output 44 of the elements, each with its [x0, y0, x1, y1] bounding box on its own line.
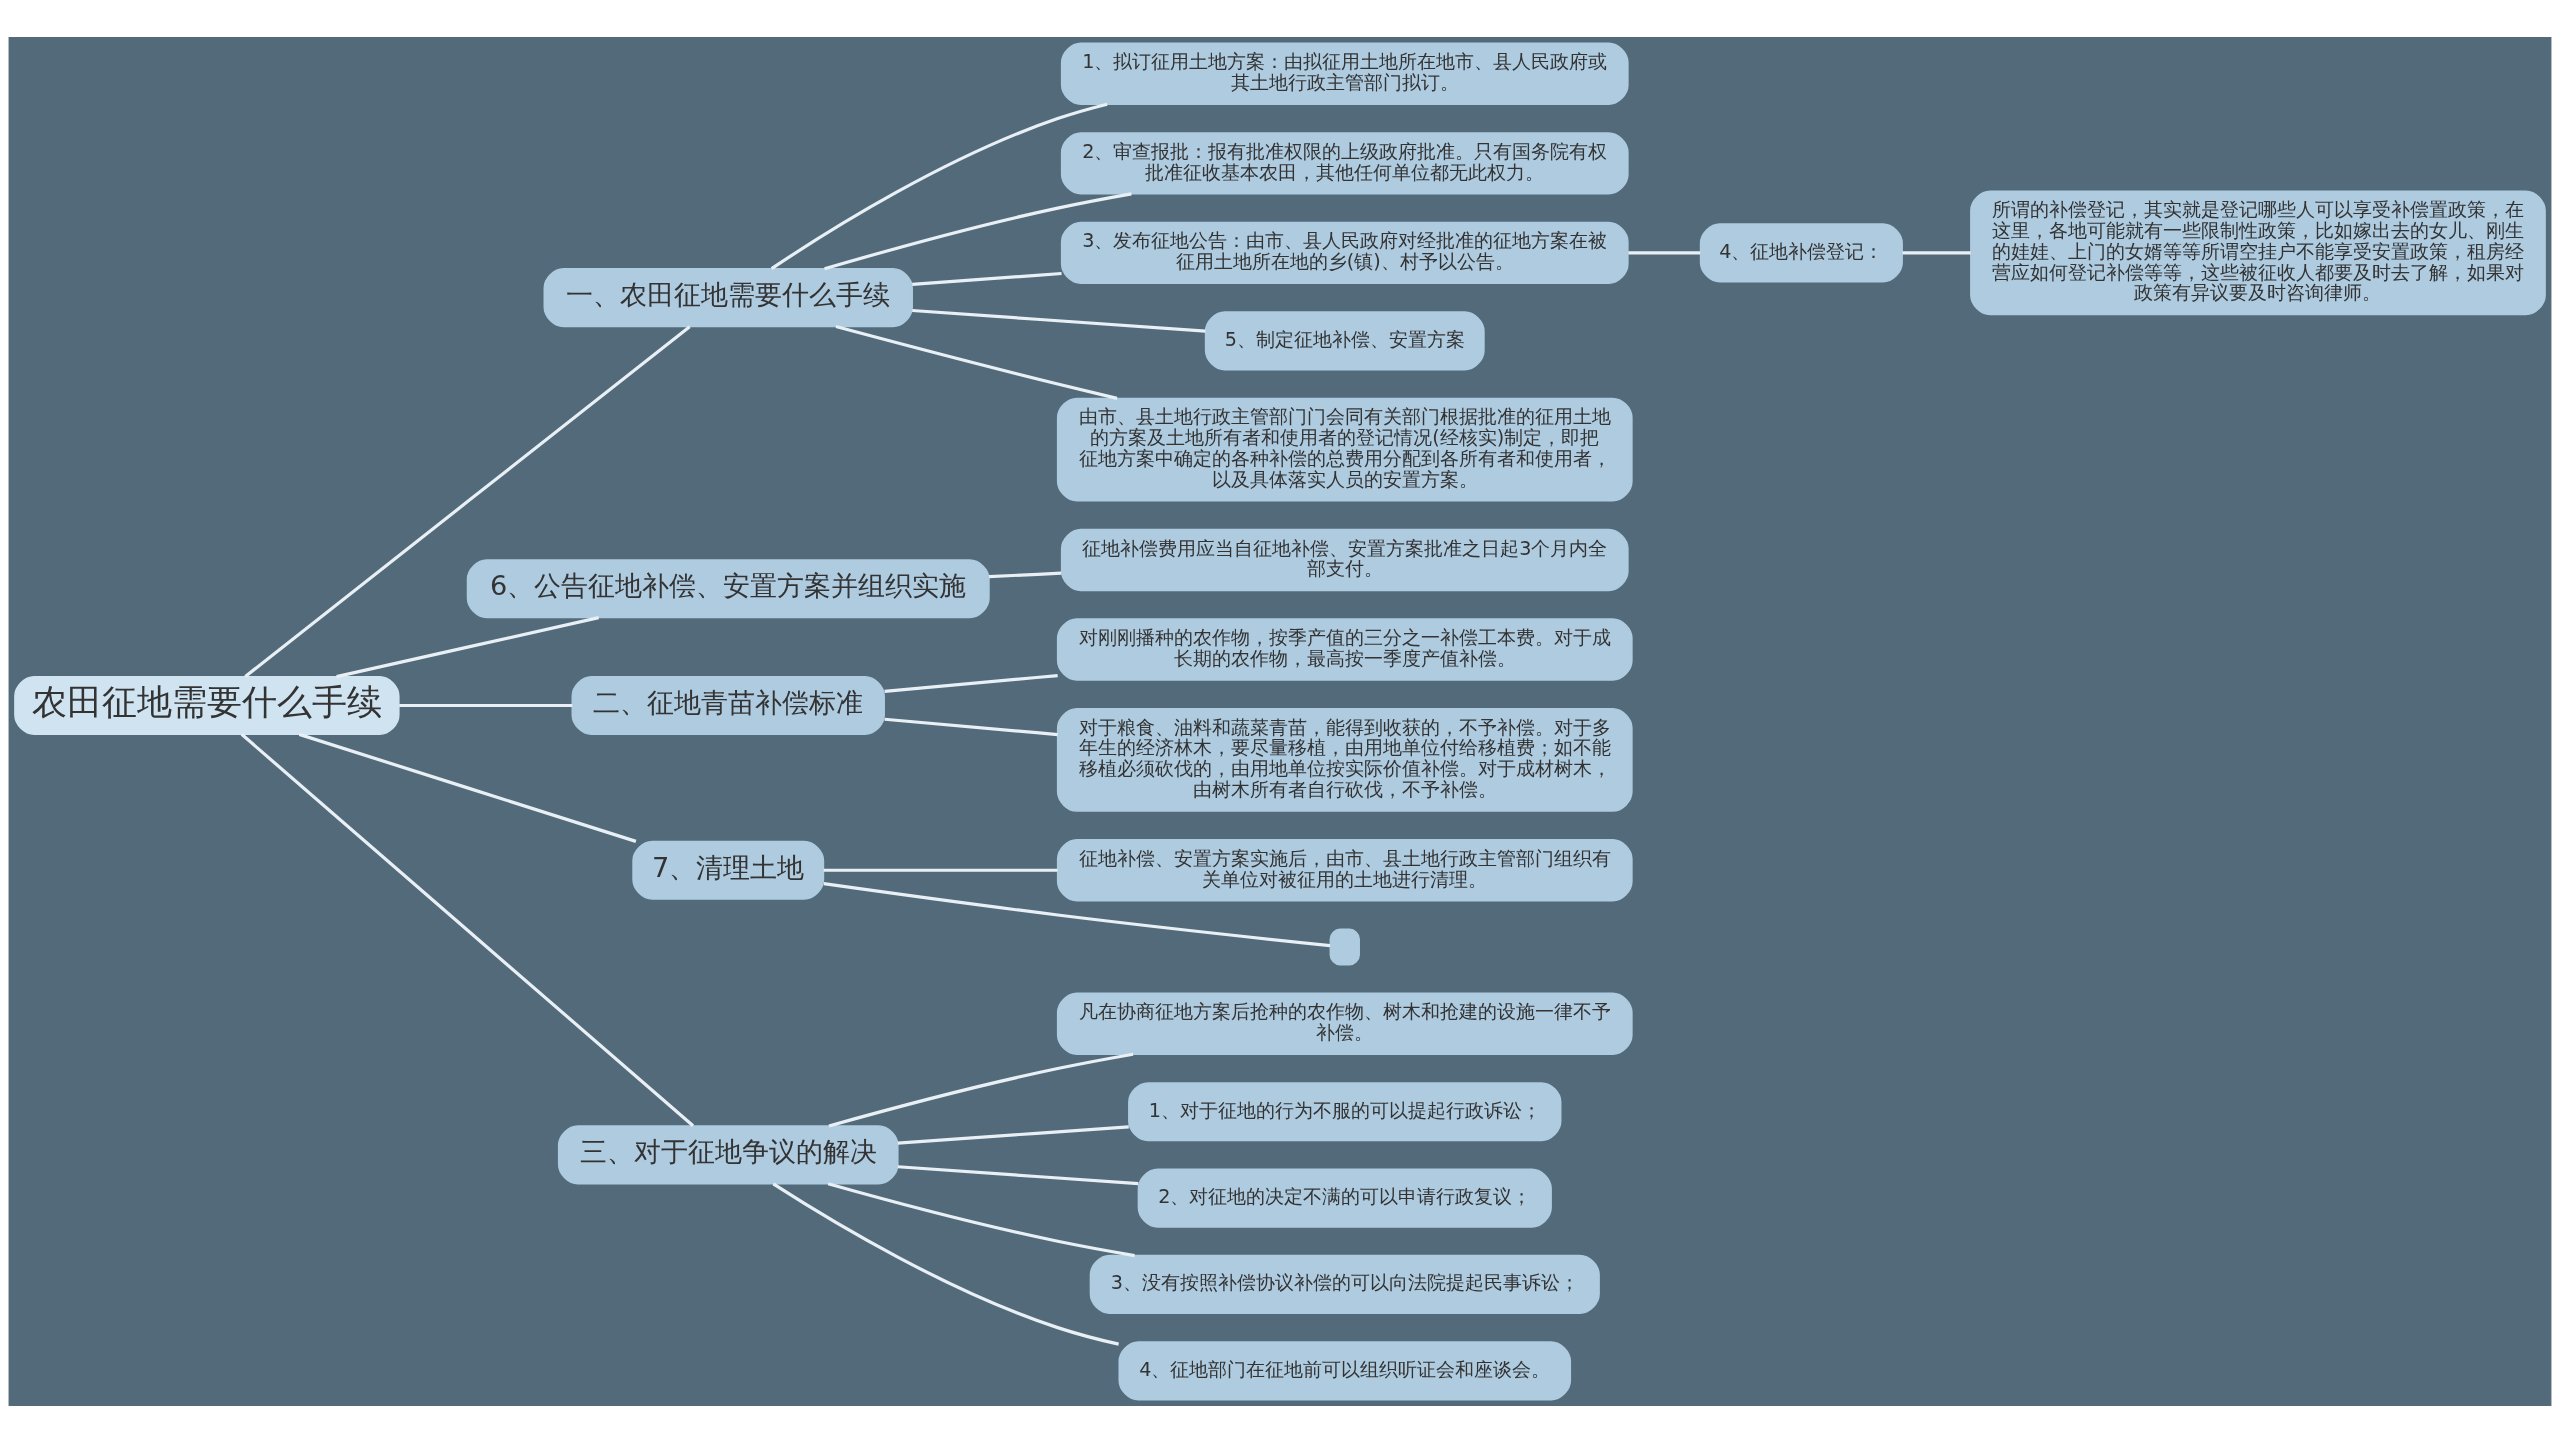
node-box: 5、制定征地补偿、安置方案 — [1204, 310, 1485, 370]
connector — [244, 325, 691, 678]
node-box: 4、征地补偿登记： — [1699, 222, 1903, 282]
node-box: 2、对征地的决定不满的可以申请行政复议； — [1137, 1168, 1552, 1228]
node-box — [1329, 928, 1360, 965]
node-box: 4、征地部门在征地前可以组织听证会和座谈会。 — [1118, 1340, 1572, 1400]
node-box: 7、清理土地 — [632, 840, 825, 900]
connector — [989, 571, 1062, 578]
node-box: 一、农田征地需要什么手续 — [543, 267, 913, 327]
node-box: 凡在协商征地方案后抢种的农作物、树木和抢建的设施一律不予补偿。 — [1056, 992, 1633, 1055]
node-box: 对于粮食、油料和蔬菜青苗，能得到收获的，不予补偿。对于多年生的经济林木，要尽量移植，由用地单位付给移植费；如不能移植必须砍伐的，由用地单位按实际价值补偿。对于成材树木，由树木所有者自行砍伐，不予补偿。 — [1056, 707, 1633, 812]
node-box: 所谓的补偿登记，其实就是登记哪些人可以享受补偿置政策，在这里，各地可能就有一些限制性政策，比如嫁出去的女儿、刚生的娃娃、上门的女婿等等所谓空挂户不能享受安置政策，租房经营应如何登记补偿等等，这些被征收人都要及时去了解，如果对政策有异议要及时咨询律师。 — [1970, 190, 2546, 315]
connector — [828, 1052, 1134, 1128]
node-box: 由市、县土地行政主管部门门会同有关部门根据批准的征用土地的方案及土地所有者和使用者的登记情况(经核实)制定，即把征地方案中确定的各种补偿的总费用分配到各所有者和使用者，以及具体落实人员的安置方案。 — [1056, 397, 1633, 502]
connector — [1902, 250, 1971, 254]
node-box: 3、没有按照补偿协议补偿的可以向法院提起民事诉讼； — [1089, 1254, 1600, 1314]
connector — [912, 271, 1062, 286]
node-box: 征地补偿、安置方案实施后，由市、县土地行政主管部门组织有关单位对被征用的土地进行清理。 — [1056, 838, 1633, 901]
node-box: 征地补偿费用应当自征地补偿、安置方案批准之日起3个月内全部支付。 — [1060, 528, 1629, 591]
connector — [823, 868, 1058, 872]
node-box: 6、公告征地补偿、安置方案并组织实施 — [466, 558, 990, 618]
connector — [772, 1182, 1119, 1346]
node-box: 3、发布征地公告：由市、县人民政府对经批准的征地方案在被征用土地所在地的乡(镇)、村予以公告。 — [1060, 221, 1629, 284]
connector — [912, 308, 1206, 333]
connector — [897, 1124, 1129, 1145]
connector — [298, 732, 637, 843]
connector — [827, 1181, 1135, 1257]
connector — [336, 615, 600, 678]
node-box: 二、征地青苗补偿标准 — [571, 675, 885, 735]
node-box: 对刚刚播种的农作物，按季产值的三分之一补偿工本费。对于成长期的农作物，最高按一季度产值补偿。 — [1056, 617, 1633, 681]
connector — [823, 881, 1331, 947]
connector — [884, 673, 1058, 693]
node-box: 1、对于征地的行为不服的可以提起行政诉讼； — [1128, 1081, 1562, 1141]
node-box: 农田征地需要什么手续 — [14, 675, 400, 735]
connector — [770, 102, 1108, 270]
connector — [1628, 250, 1701, 254]
connector — [897, 1164, 1139, 1185]
connector — [240, 732, 695, 1127]
connector — [884, 717, 1058, 736]
connector — [399, 703, 573, 707]
node-box: 1、拟订征用土地方案：由拟征用土地所在地市、县人民政府或其土地行政主管部门拟订。 — [1060, 42, 1629, 105]
node-box: 2、审查报批：报有批准权限的上级政府批准。只有国务院有权批准征收基本农田，其他任何单位都无此权力。 — [1060, 131, 1629, 195]
connector — [835, 324, 1118, 400]
node-box: 三、对于征地争议的解决 — [557, 1124, 899, 1184]
